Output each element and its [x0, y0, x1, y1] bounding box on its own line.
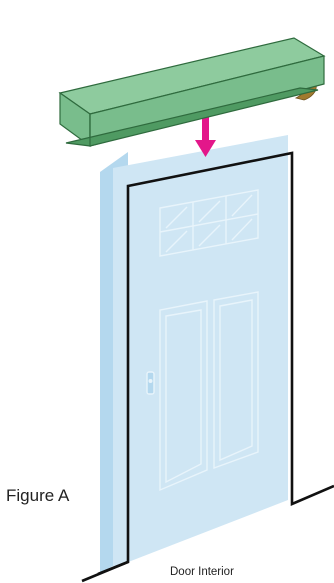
door-handle: [146, 371, 155, 395]
drip-cap: [58, 37, 326, 148]
drip-cap-lip: [65, 87, 319, 147]
door-window-lites: [159, 189, 259, 257]
floor-line: [81, 560, 129, 583]
door-lower-panels: [159, 291, 259, 492]
door-frame-outline: [81, 151, 334, 583]
figure-label: Figure A: [6, 486, 70, 505]
door-slab: [100, 135, 288, 573]
door-interior-label: Door Interior: [170, 566, 234, 578]
install-direction-arrow: [195, 117, 216, 157]
